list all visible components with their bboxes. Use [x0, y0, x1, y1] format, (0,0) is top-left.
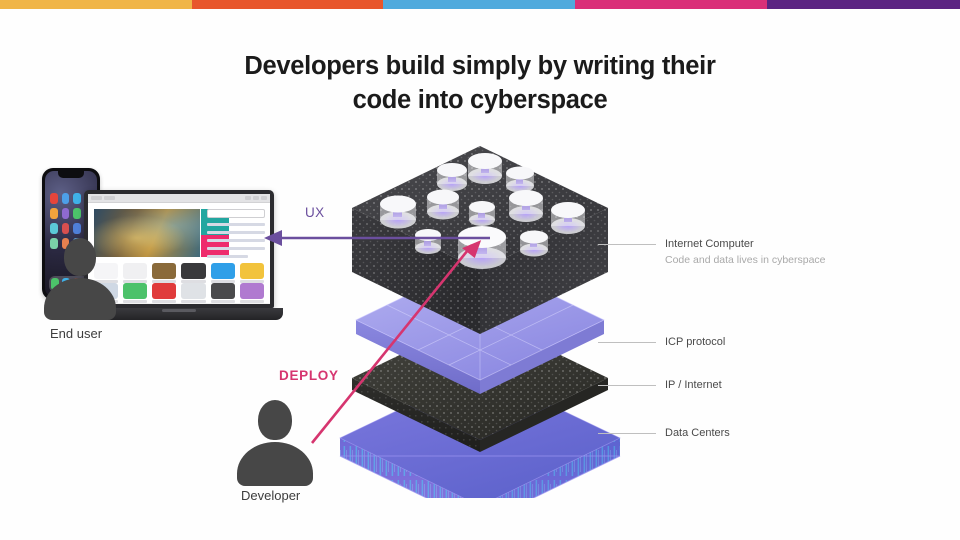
- page-title-line-1: Developers build simply by writing their: [244, 52, 716, 80]
- phone-notch: [58, 171, 84, 178]
- canisters: [380, 153, 585, 269]
- canister: [469, 201, 495, 226]
- topbar-band-pink: [575, 0, 767, 9]
- developer-caption: Developer: [241, 488, 301, 503]
- person-head-icon: [258, 400, 292, 440]
- leader-line-ip-internet: [598, 385, 656, 386]
- label-internet-computer-title: Internet Computer: [665, 238, 754, 250]
- leader-line-icp-protocol: [598, 342, 656, 343]
- end-user-avatar: [44, 238, 116, 320]
- leader-line-internet-computer: [598, 244, 656, 245]
- topbar-band-orange: [192, 0, 383, 9]
- canister: [427, 189, 459, 220]
- canister: [551, 202, 585, 234]
- topbar-band-yellow: [0, 0, 192, 9]
- label-icp-protocol: ICP protocol: [665, 336, 726, 348]
- ux-label: UX: [305, 205, 325, 220]
- label-data-centers: Data Centers: [665, 427, 730, 439]
- laptop-lid: [84, 190, 274, 308]
- deploy-arrow: [310, 240, 482, 444]
- canister: [468, 153, 502, 184]
- canister: [506, 166, 534, 193]
- hero-banner: [94, 209, 200, 257]
- search-field[interactable]: [207, 209, 265, 218]
- page-title: Developers build simply by writing their…: [0, 50, 960, 117]
- leader-line-data-centers: [598, 433, 656, 434]
- label-ip-internet: IP / Internet: [665, 379, 722, 391]
- developer-avatar: [237, 400, 313, 486]
- deploy-label: DEPLOY: [279, 368, 339, 383]
- app-tile-list: [94, 263, 264, 299]
- laptop-screen: [88, 194, 270, 304]
- person-body-icon: [237, 442, 313, 486]
- page-title-line-2: code into cyberspace: [352, 85, 608, 114]
- label-internet-computer-sub: Code and data lives in cyberspace: [665, 254, 826, 266]
- canister: [380, 195, 416, 229]
- canister: [520, 230, 548, 257]
- canister: [437, 163, 467, 191]
- ux-arrow: [264, 230, 490, 246]
- person-body-icon: [44, 278, 116, 320]
- browser-chrome: [88, 194, 270, 203]
- topbar-band-blue: [383, 0, 575, 9]
- sidebar-column: [207, 209, 265, 263]
- top-color-bar: [0, 0, 960, 9]
- end-user-caption: End user: [50, 326, 103, 341]
- person-head-icon: [64, 238, 96, 276]
- app-store-page: [88, 203, 270, 303]
- label-internet-computer: Internet Computer Code and data lives in…: [665, 238, 826, 266]
- canister: [509, 190, 543, 222]
- topbar-band-purple: [767, 0, 960, 9]
- laptop-base: [75, 308, 283, 320]
